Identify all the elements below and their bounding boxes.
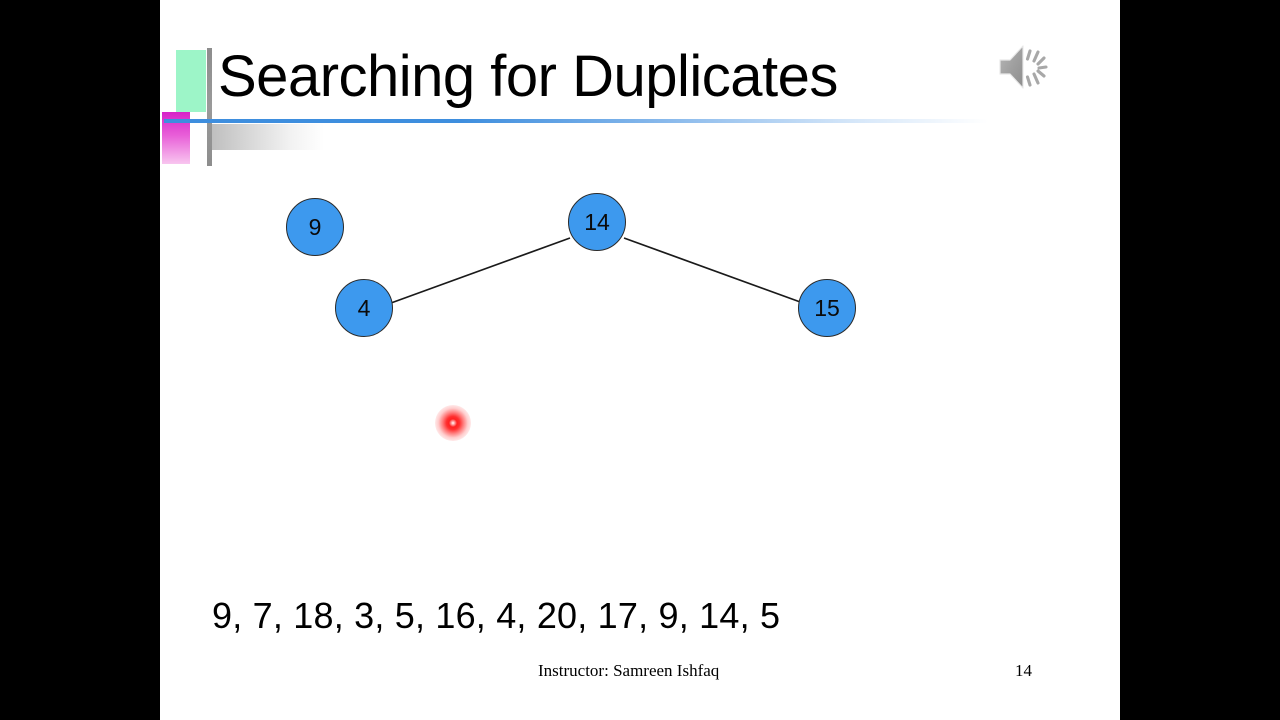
tree-node-4[interactable]: 4	[335, 279, 393, 337]
decoration-green-square	[176, 50, 206, 112]
input-sequence-text: 9, 7, 18, 3, 5, 16, 4, 20, 17, 9, 14, 5	[212, 595, 781, 636]
title-underline-rule	[164, 119, 988, 123]
speaker-icon[interactable]	[995, 38, 1057, 96]
tree-edge-14-15	[623, 237, 804, 304]
tree-node-14[interactable]: 14	[568, 193, 626, 251]
tree-node-15[interactable]: 15	[798, 279, 856, 337]
footer-instructor: Instructor: Samreen Ishfaq	[538, 661, 720, 680]
tree-node-9[interactable]: 9	[286, 198, 344, 256]
footer-page-number: 14	[1015, 661, 1032, 680]
presentation-slide: Searching for Duplicates	[160, 0, 1120, 720]
letterbox-right-bar	[1120, 0, 1280, 720]
decoration-vertical-bar	[207, 48, 212, 166]
laser-pointer-dot	[435, 405, 471, 441]
letterbox-left-bar	[0, 0, 160, 720]
page-title: Searching for Duplicates	[218, 44, 838, 109]
tree-edge-14-4	[390, 237, 571, 304]
decoration-gray-bar	[212, 124, 324, 150]
